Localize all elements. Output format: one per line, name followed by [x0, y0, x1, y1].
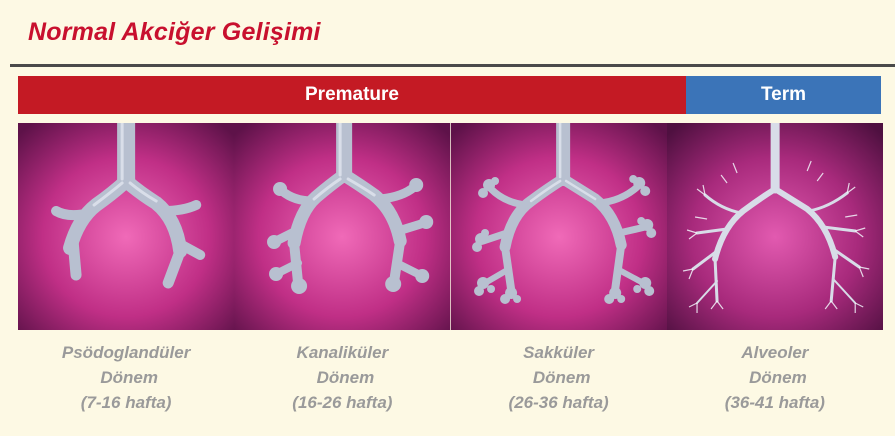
- stage-name: Alveoler: [667, 340, 883, 365]
- stage-period: Dönem: [451, 365, 667, 390]
- stage-labels: Psödoglandüler Dönem (7-16 hafta) Kanali…: [18, 340, 883, 415]
- stage-label-saccular: Sakküler Dönem (26-36 hafta): [451, 340, 667, 415]
- term-bar: Term: [686, 76, 881, 114]
- stage-label-canalicular: Kanaliküler Dönem (16-26 hafta): [234, 340, 450, 415]
- stage-period: Dönem: [667, 365, 883, 390]
- stage-name: Sakküler: [451, 340, 667, 365]
- stage-name: Psödoglandüler: [18, 340, 234, 365]
- stage-illustrations: [18, 123, 883, 330]
- saccular-lung-image: [451, 123, 667, 330]
- stage-label-alveolar: Alveoler Dönem (36-41 hafta): [667, 340, 883, 415]
- alveolar-lung-image: [667, 123, 883, 330]
- stage-period: Dönem: [234, 365, 450, 390]
- page-title: Normal Akciğer Gelişimi: [28, 18, 321, 47]
- stage-label-pseudoglandular: Psödoglandüler Dönem (7-16 hafta): [18, 340, 234, 415]
- canalicular-lung-image: [234, 123, 450, 330]
- stage-weeks: (7-16 hafta): [18, 390, 234, 415]
- stage-name: Kanaliküler: [234, 340, 450, 365]
- term-label: Term: [761, 84, 806, 106]
- pseudoglandular-lung-image: [18, 123, 234, 330]
- title-divider: [10, 64, 895, 67]
- premature-bar: Premature: [18, 76, 686, 114]
- stage-weeks: (16-26 hafta): [234, 390, 450, 415]
- stage-weeks: (36-41 hafta): [667, 390, 883, 415]
- stage-period: Dönem: [18, 365, 234, 390]
- premature-label: Premature: [305, 84, 399, 106]
- stage-weeks: (26-36 hafta): [451, 390, 667, 415]
